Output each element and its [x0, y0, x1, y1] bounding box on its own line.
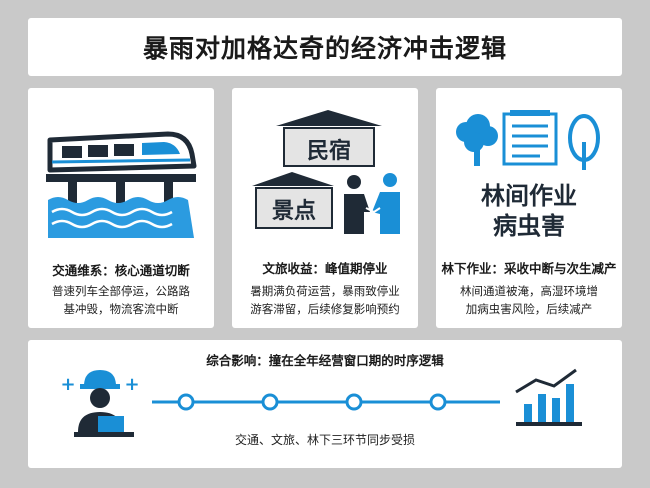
- timeline-node: [261, 393, 279, 411]
- summary-panel: 综合影响：撞在全年经营窗口期的时序逻辑 + +: [28, 340, 622, 468]
- summary-heading: 综合影响：撞在全年经营窗口期的时序逻辑: [206, 353, 444, 368]
- card-transport-heading: 交通维系：核心通道切断: [52, 263, 190, 278]
- timeline-node: [177, 393, 195, 411]
- timeline-node: [345, 393, 363, 411]
- card-tourism-heading: 文旅收益：峰值期停业: [262, 261, 388, 276]
- forest-work-label: 林间作业: [481, 182, 577, 210]
- worker-icon: + +: [60, 370, 140, 437]
- tree-icon: [568, 114, 600, 170]
- tree-icon: [456, 114, 498, 166]
- svg-text:+: +: [60, 374, 75, 395]
- card-transport-body: 普速列车全部停运，公路路 基冲毁，物流客流中断: [52, 284, 190, 316]
- pest-label: 病虫害: [493, 212, 565, 240]
- title-banner: 暴雨对加格达奇的经济冲击逻辑: [28, 18, 622, 76]
- forest-calendar-icon: 林间作业 病虫害: [456, 110, 600, 240]
- card-tourism: 民宿 景点 文旅收益：峰值期停业 暑期满负荷运营，暴雨致停业 游客滞留，后续修复…: [232, 88, 418, 328]
- train-bridge-icon: [46, 131, 197, 238]
- page-title: 暴雨对加格达奇的经济冲击逻辑: [142, 34, 507, 63]
- scenic-spot-sign: 景点: [272, 198, 316, 224]
- card-tourism-body: 暑期满负荷运营，暴雨致停业 游客滞留，后续修复影响预约: [250, 284, 400, 316]
- svg-text:+: +: [124, 374, 139, 395]
- summary-footer: 交通、文旅、林下三环节同步受损: [234, 433, 415, 447]
- card-transport: 交通维系：核心通道切断 普速列车全部停运，公路路 基冲毁，物流客流中断: [28, 88, 214, 328]
- homestay-sign: 民宿: [307, 138, 351, 164]
- calendar-icon: [502, 110, 558, 166]
- card-forestry-heading: 林下作业：采收中断与次生减产: [441, 261, 617, 276]
- card-forestry: 林间作业 病虫害 林下作业：采收中断与次生减产 林间通道被淹，高湿环境增 加病虫…: [436, 88, 622, 328]
- timeline-node: [429, 393, 447, 411]
- timeline-graphic: + +: [60, 368, 582, 437]
- bar-chart-icon: [515, 368, 582, 426]
- homestay-handshake-icon: 民宿 景点: [252, 110, 400, 234]
- card-forestry-body: 林间通道被淹，高湿环境增 加病虫害风险，后续减产: [460, 284, 598, 316]
